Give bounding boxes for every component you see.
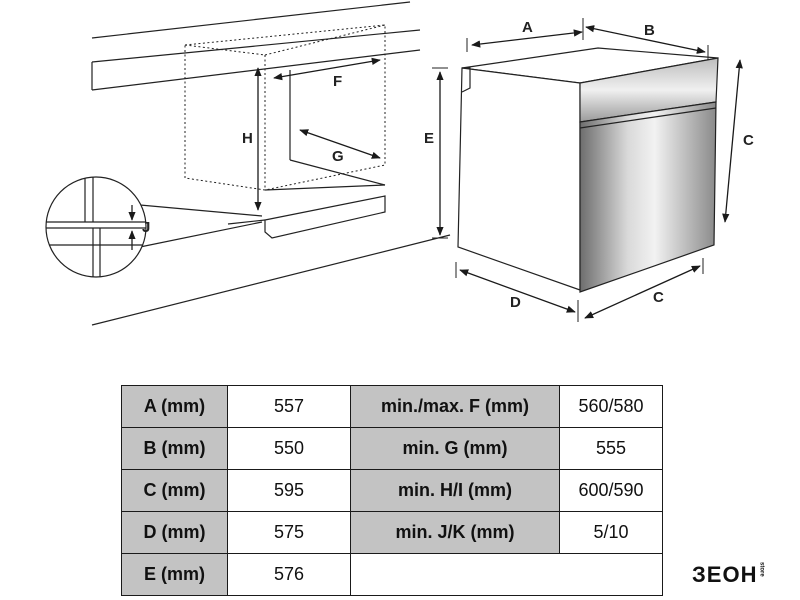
table-row: E (mm)576	[121, 553, 663, 596]
dimension-value: 595	[227, 469, 351, 512]
dimension-value: 557	[227, 385, 351, 428]
dimension-arrows-left	[254, 57, 381, 211]
dimension-label: B (mm)	[121, 427, 228, 470]
oven-installation-diagram: H F G J	[45, 1, 754, 326]
label-j: J	[142, 219, 150, 236]
cabinet-niche	[91, 1, 451, 326]
empty-cell	[350, 553, 663, 596]
min-dimension-label: min. J/K (mm)	[350, 511, 560, 554]
brand-logo-text: ЗЕОН	[692, 562, 758, 587]
min-dimension-value: 5/10	[559, 511, 663, 554]
min-dimension-label: min. G (mm)	[350, 427, 560, 470]
label-g: G	[332, 148, 344, 165]
label-f: F	[333, 73, 342, 90]
brand-logo-small: store	[758, 562, 765, 577]
label-e: E	[424, 130, 434, 147]
dimension-arrows-right	[436, 25, 743, 319]
dimension-label: D (mm)	[121, 511, 228, 554]
dimension-label: A (mm)	[121, 385, 228, 428]
label-a: A	[522, 19, 533, 36]
label-c-side: C	[743, 132, 754, 149]
min-dimension-label: min./max. F (mm)	[350, 385, 560, 428]
dimension-value: 550	[227, 427, 351, 470]
label-c-bottom: C	[653, 289, 664, 306]
label-b: B	[644, 22, 655, 39]
dimension-label: E (mm)	[121, 553, 228, 596]
label-d: D	[510, 294, 521, 311]
dimension-label: C (mm)	[121, 469, 228, 512]
dimension-value: 575	[227, 511, 351, 554]
min-dimension-value: 600/590	[559, 469, 663, 512]
detail-magnifier	[45, 176, 263, 278]
label-h: H	[242, 130, 253, 147]
min-dimension-value: 560/580	[559, 385, 663, 428]
dimension-ticks	[432, 18, 709, 322]
dimension-value: 576	[227, 553, 351, 596]
min-dimension-label: min. H/I (mm)	[350, 469, 560, 512]
min-dimension-value: 555	[559, 427, 663, 470]
brand-logo: ЗЕОНstore	[692, 562, 764, 588]
oven	[457, 47, 719, 293]
